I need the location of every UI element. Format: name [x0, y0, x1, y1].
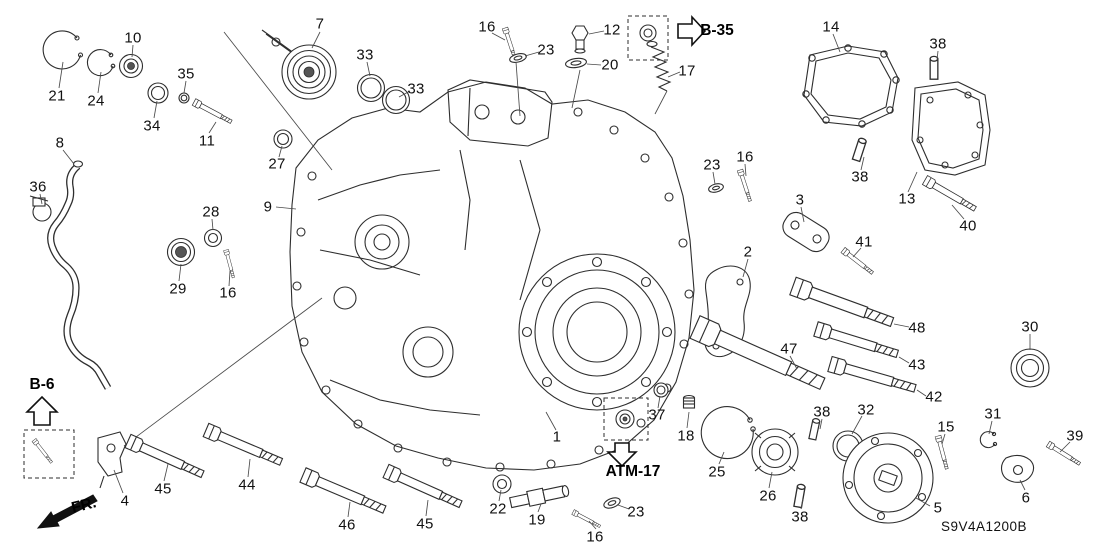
b35-arrow-icon [677, 14, 707, 48]
part-18-plug-drawing [682, 394, 696, 409]
part-b6-bolt-drawing [31, 438, 54, 465]
part-atm17-seal-drawing [615, 409, 635, 429]
part-20-washer-drawing [565, 57, 587, 69]
part-23-washer-drawing [708, 183, 724, 193]
b6-arrow-icon [25, 395, 59, 426]
part-23-washer-drawing [603, 497, 621, 509]
part-23-washer-drawing [509, 53, 527, 63]
part-42-bolt-drawing [827, 355, 918, 397]
part-38-stud-drawing [793, 483, 807, 509]
part-40-bolt-drawing [922, 175, 979, 214]
part-16-bolt-drawing [571, 509, 602, 529]
part-22-washer-drawing [492, 474, 512, 494]
part-21-snap-ring-drawing [42, 30, 84, 70]
part-27-ring-drawing [273, 129, 293, 149]
part-34-ring-drawing [147, 82, 169, 104]
leader-lines [39, 30, 1071, 530]
part-45-bolt-drawing [382, 463, 465, 512]
part-43-bolt-drawing [813, 321, 901, 362]
part-39-bolt-drawing [1045, 440, 1082, 467]
part-33-oring-drawing [356, 73, 411, 115]
part-30-seal-drawing [1010, 348, 1050, 388]
atm17-arrow-icon [606, 442, 638, 468]
part-16-bolt-drawing [736, 168, 754, 203]
fr-arrow-icon [36, 494, 98, 529]
part-12-plug-bolt-drawing [571, 25, 589, 54]
part-31-clip-drawing [979, 431, 998, 449]
b6-reference-box [23, 429, 75, 479]
transmission-case-drawing [289, 79, 695, 472]
part-29-seal-drawing [166, 237, 196, 267]
part-48-bolt-drawing [789, 276, 896, 332]
part-17-stud-drawing [639, 24, 672, 115]
part-4-bracket-drawing [97, 297, 323, 489]
part-19-shaft-drawing [509, 485, 570, 509]
part-6-bracket-drawing [1000, 454, 1035, 483]
part-8-hose-drawing [47, 160, 112, 390]
part-35-ring-drawing [178, 92, 190, 104]
part-38-stud-drawing [808, 417, 821, 441]
part-10-cap-drawing [118, 53, 144, 79]
part-code: S9V4A1200B [941, 519, 1028, 534]
part-24-snap-ring-drawing [86, 49, 116, 77]
part-11-bolt-drawing [191, 98, 234, 126]
part-7-clutch-drum-drawing [261, 29, 337, 100]
part-36-clamp-drawing [29, 195, 52, 222]
part-15-bolt-drawing [934, 434, 950, 470]
part-47-bolt-drawing [688, 314, 829, 396]
part-14-gasket-drawing [802, 44, 900, 128]
part-5-cover-drawing [842, 432, 934, 524]
part-38-stud-drawing [851, 136, 868, 163]
part-44-bolt-drawing [202, 422, 285, 470]
part-37-ring-drawing [653, 382, 669, 398]
part-46-bolt-drawing [299, 467, 389, 518]
part-25-snap-ring-drawing [700, 406, 756, 460]
part-26-bearing-drawing [751, 428, 799, 476]
part-28-nut-drawing [203, 228, 223, 248]
part-3-plate-drawing [782, 211, 830, 253]
atm17-reference-box [603, 397, 649, 441]
part-13-cover-drawing [911, 81, 991, 176]
